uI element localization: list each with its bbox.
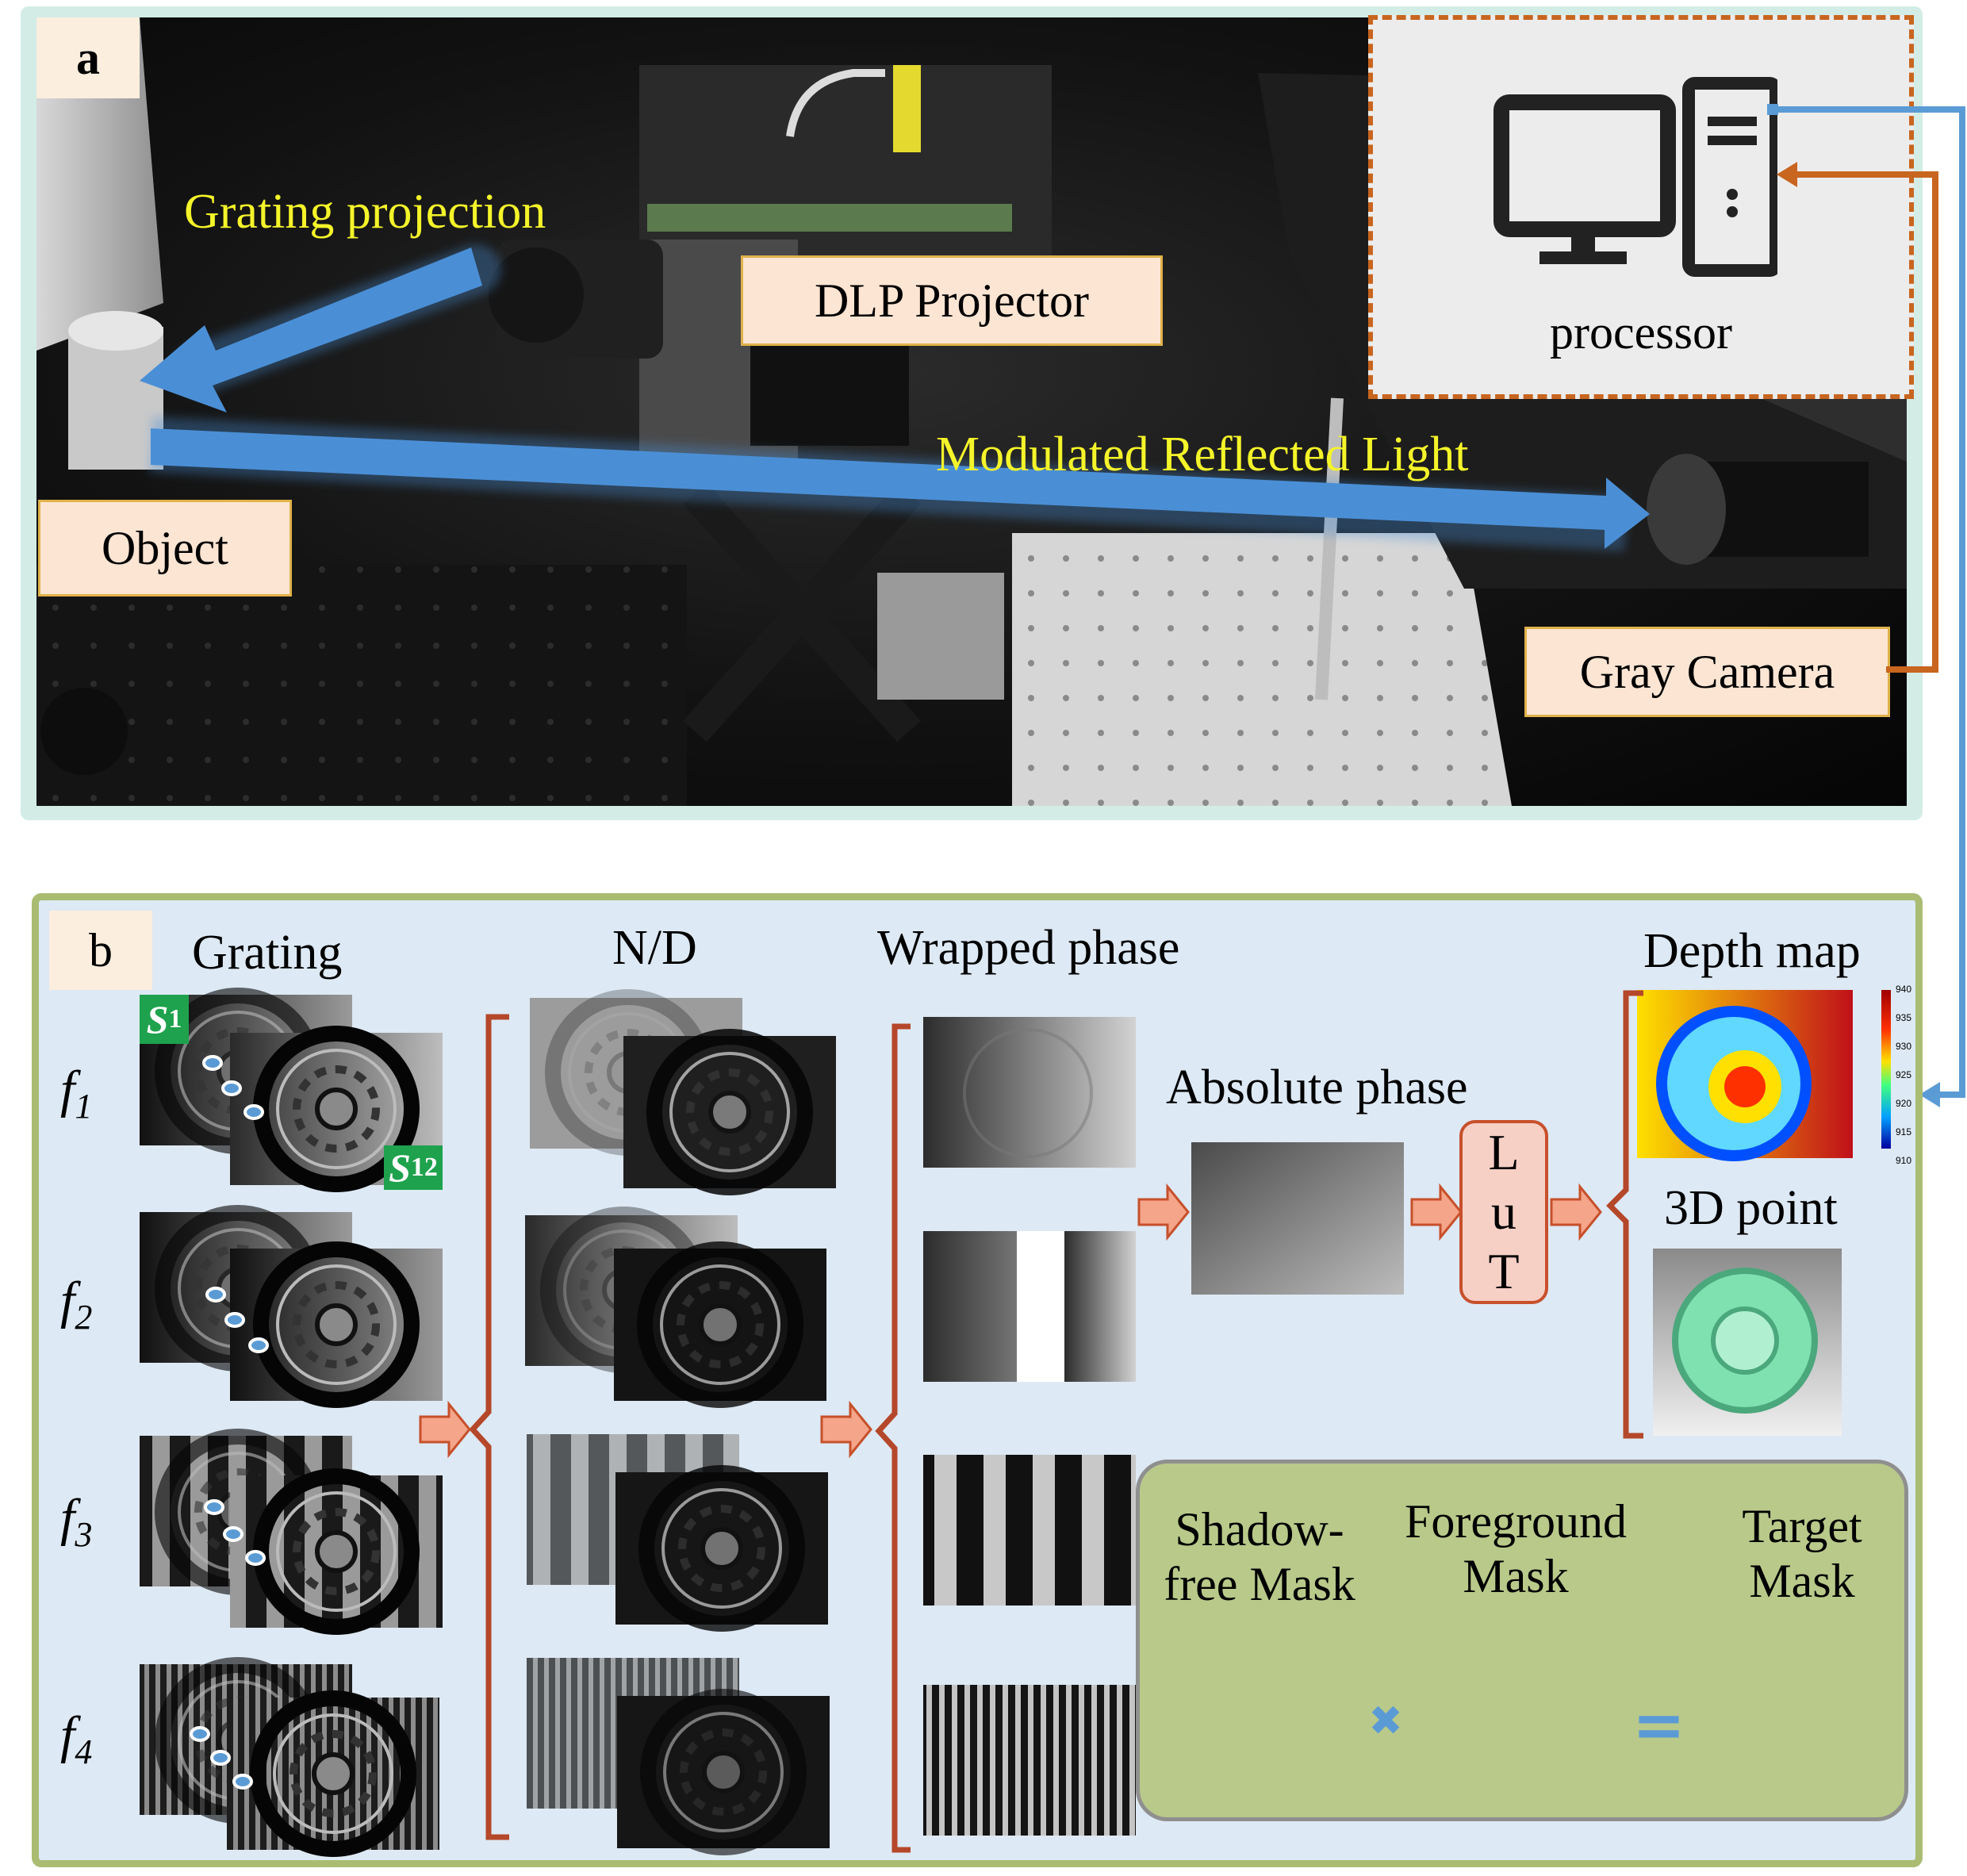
grating-images [140,995,443,1850]
colorbar-tick: 940 [1896,984,1912,995]
modulated-reflected-light-label: Modulated Reflected Light [936,428,1469,481]
arrow-to-lut [1410,1183,1463,1241]
arrow-to-absolute [1137,1183,1190,1241]
frequency-label-f4: f4 [60,1706,93,1772]
grating-projection-label: Grating projection [184,185,546,239]
colorbar-tick: 930 [1896,1041,1912,1052]
arrow-to-nd [419,1400,471,1459]
panel-a-letter: a [36,17,140,98]
foreground-mask-title: Foreground Mask [1405,1495,1627,1602]
depth-map-header: Depth map [1643,924,1861,978]
lookup-table-box: L u T [1459,1120,1548,1304]
shadow-free-mask-title: Shadow- free Mask [1164,1503,1355,1610]
colorbar-ticks: 940 935 930 925 920 915 910 [1896,984,1916,1166]
light-beams [140,244,1650,551]
equals-icon: = [1632,1688,1686,1762]
wrapped-phase-images [923,1017,1136,1836]
blue-connector-processor-to-depth-map [1767,104,1965,1107]
lut-letter: u [1491,1183,1516,1240]
depth-map-image [1637,990,1891,1161]
point-cloud-image [1653,1249,1842,1436]
colorbar-tick: 935 [1896,1012,1912,1023]
colorbar-tick: 910 [1896,1155,1912,1166]
computer-icon [1493,77,1777,277]
flow-arrows [419,1183,1602,1459]
reflected-light-beam [149,416,1650,551]
lut-letter: T [1488,1242,1520,1299]
object-label: Object [38,500,292,597]
arrow-to-wrapped [820,1400,872,1459]
wrapped-phase-header: Wrapped phase [877,921,1180,975]
absolute-phase-image [1191,1142,1404,1295]
target-mask-title: Target Mask [1742,1500,1862,1607]
grating-projection-beam [140,244,501,412]
grating-header: Grating [192,926,343,980]
orange-connector-camera-to-processor [1777,162,1938,673]
processor-box: processor [1368,15,1914,399]
panel-b-letter: b [49,911,152,990]
output-bracket [1606,990,1643,1439]
absolute-phase-header: Absolute phase [1166,1061,1468,1114]
frequency-label-f2: f2 [60,1272,93,1337]
colorbar-tick: 925 [1896,1069,1912,1080]
colorbar-tick: 920 [1896,1098,1912,1109]
nd-bracket [469,1014,509,1840]
arrow-to-outputs [1550,1183,1602,1241]
brackets [469,990,1643,1853]
nd-images [525,997,836,1848]
point-cloud-header: 3D point [1664,1181,1838,1235]
mask-panel [1136,1460,1908,1821]
multiply-icon: ✖ [1368,1698,1403,1745]
frequency-label-f1: f1 [60,1061,93,1126]
colorbar-tick: 915 [1896,1126,1912,1137]
wrapped-phase-bracket [875,1023,911,1853]
dlp-projector-label: DLP Projector [741,255,1163,346]
lut-letter: L [1488,1124,1520,1181]
nd-header: N/D [612,921,697,975]
frequency-label-f3: f3 [60,1489,93,1555]
processor-label: processor [1550,306,1732,359]
